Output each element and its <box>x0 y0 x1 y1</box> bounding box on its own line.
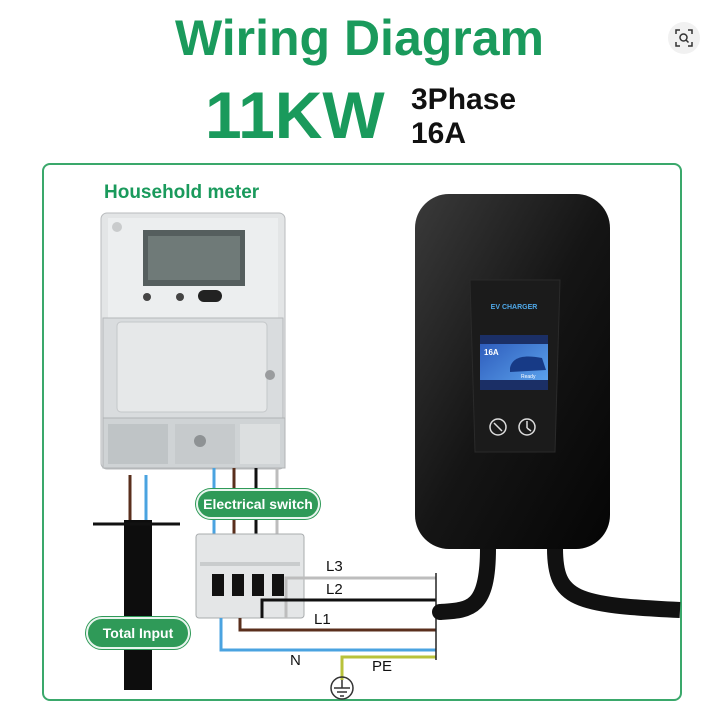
charger-screen-current: 16A <box>484 348 499 357</box>
wire-label-l1: L1 <box>314 611 331 628</box>
phase-label: 3Phase <box>411 83 517 116</box>
input-cable <box>124 520 152 690</box>
ground-symbol-icon <box>330 676 354 700</box>
household-meter <box>100 212 286 470</box>
timer-button-icon <box>518 418 536 436</box>
current-label: 16A <box>411 117 467 150</box>
wire-label-n: N <box>290 652 301 669</box>
power-button-icon <box>489 418 507 436</box>
charger-screen-status: Ready <box>521 374 536 380</box>
diagram-frame <box>42 163 682 701</box>
image-search-button[interactable] <box>668 22 700 54</box>
wire-label-pe: PE <box>372 658 393 675</box>
charger-brand-text: EV CHARGER <box>491 304 538 311</box>
electrical-switch <box>195 533 305 619</box>
wire-label-l2: L2 <box>326 581 343 598</box>
household-meter-label: Household meter <box>104 182 260 203</box>
ev-charger <box>415 194 610 549</box>
image-search-icon <box>675 29 693 47</box>
page-title: Wiring Diagram <box>174 10 545 66</box>
total-input-label: Total Input <box>86 617 190 649</box>
electrical-switch-label: Electrical switch <box>196 489 320 519</box>
wire-label-l3: L3 <box>326 558 343 575</box>
power-rating: 11KW <box>205 78 385 152</box>
